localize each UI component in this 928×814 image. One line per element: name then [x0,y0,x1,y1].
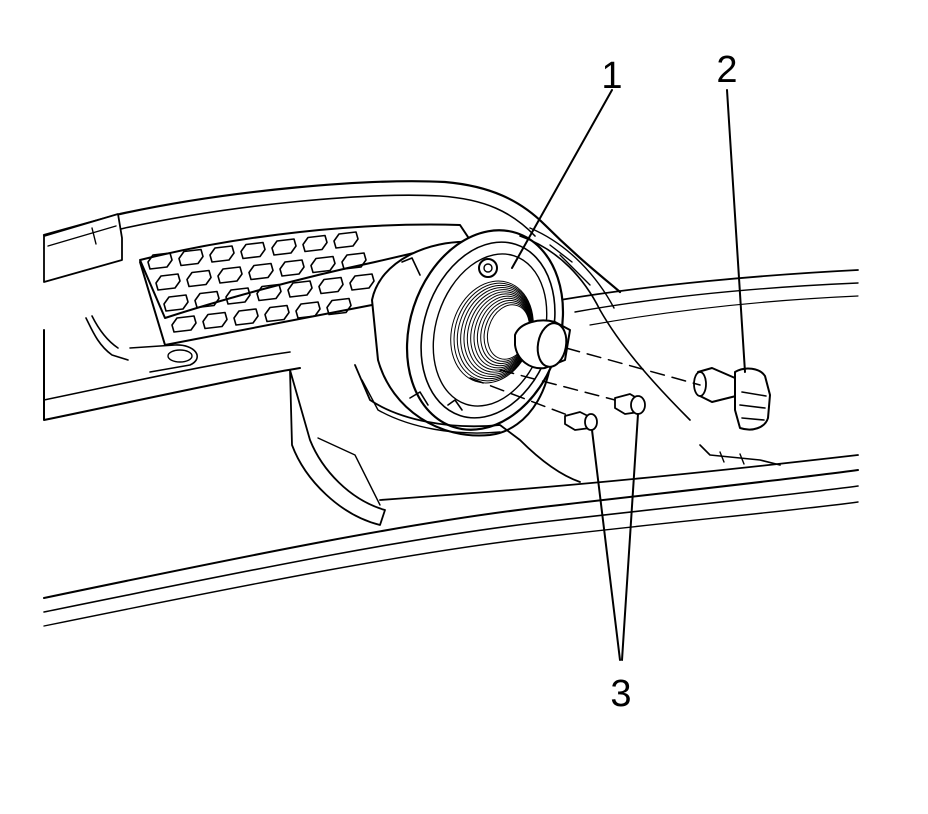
leader-line-2 [726,89,746,373]
fog-lamp-screws [564,393,646,431]
grille-mesh [139,223,471,346]
callout-3: 3 [610,673,631,715]
grille-cell [256,283,282,302]
grille-cell [147,252,173,270]
grille-cell [178,248,204,267]
grille-cell [326,297,352,316]
grille-cell [163,294,189,312]
leader-line-1 [511,89,613,269]
callout-1: 1 [601,55,622,97]
grille-cell [295,301,321,319]
fog-lamp-bulb [693,367,771,431]
grille-cell [318,276,344,295]
bumper-fascia [42,180,859,627]
grille-cell [155,273,181,291]
grille-cell [287,280,313,298]
grille-cell [202,311,228,330]
grille-cell [248,262,274,281]
grille-cell [194,290,220,309]
leader-line-3b [621,413,639,661]
grille-cell [279,259,305,277]
grille-cell [186,269,212,288]
leader-line-3a [591,429,621,661]
grille-cell [349,273,375,291]
grille-cell [341,252,367,270]
grille-cell [240,241,266,260]
grille-cell [264,304,290,323]
grille-cell [217,266,243,284]
fog-lamp-housing [354,227,691,483]
grille-cell [225,287,251,305]
grille-cell [171,315,197,333]
grille-cell [209,245,235,263]
leader-lines [511,89,746,661]
callout-2: 2 [716,49,737,91]
grille-cell [310,255,336,274]
callouts: 1 2 3 [601,49,737,715]
grille-cell [333,231,359,249]
grille-cell [271,238,297,256]
alignment-dash-lines [469,347,701,417]
grille-cell [233,308,259,326]
grille-cell [302,234,328,253]
